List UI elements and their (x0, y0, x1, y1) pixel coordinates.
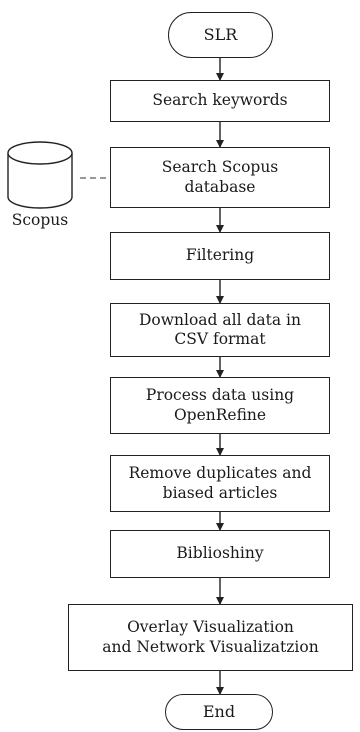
database-cylinder-icon (7, 141, 73, 209)
step-biblioshiny: Biblioshiny (110, 530, 330, 578)
end-terminal: End (165, 694, 273, 730)
start-terminal: SLR (168, 12, 273, 58)
step-search-keywords: Search keywords (110, 80, 330, 122)
step-filtering: Filtering (110, 232, 330, 280)
step-process-openrefine: Process data using OpenRefine (110, 377, 330, 434)
step-download-csv: Download all data in CSV format (110, 303, 330, 357)
step-overlay-network-visualization: Overlay Visualization and Network Visual… (68, 604, 353, 671)
step-remove-duplicates: Remove duplicates and biased articles (110, 455, 330, 512)
step-search-scopus-database: Search Scopus database (110, 147, 330, 208)
database-label: Scopus (11, 211, 69, 229)
